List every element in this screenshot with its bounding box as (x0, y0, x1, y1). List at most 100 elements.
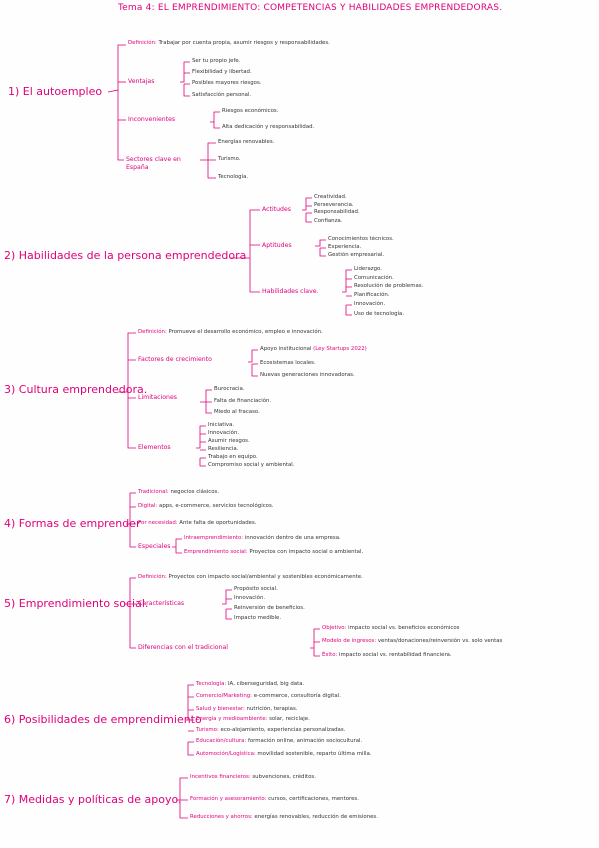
s2-actitud-item: Perseverancia. (314, 202, 354, 208)
section-3-heading: 3) Cultura emprendedora. (4, 383, 148, 396)
s4-form-label: Por necesidad: (138, 520, 178, 526)
s6-item-text: nutrición, terapias. (246, 706, 298, 712)
s4-especial-text: innovación dentro de una empresa. (244, 535, 341, 541)
s1-inconveniente-item: Alta dedicación y responsabilidad. (222, 124, 315, 130)
s6-item-text: e-commerce, consultoría digital. (253, 693, 341, 699)
s4-form-text: negocios clásicos. (170, 489, 220, 495)
s3-elemento-item: Resiliencia. (208, 446, 239, 452)
s2-aptitudes-label: Aptitudes (262, 242, 292, 249)
s6-item-label: Automoción/Logística: (196, 751, 256, 757)
s6-item-label: Turismo: (196, 727, 219, 733)
s1-ventaja-item: Flexibilidad y libertad. (192, 69, 252, 75)
s2-habilidad-item: Resolución de problemas. (354, 283, 424, 289)
s5-diferencia-text: ventas/donaciones/reinversión vs. solo v… (377, 638, 503, 644)
s3-definition-text: Promueve el desarrollo económico, empleo… (168, 329, 323, 335)
s3-limitacion-item: Falta de financiación. (214, 398, 272, 404)
s5-diferencias-label: Diferencias con el tradicional (138, 644, 229, 651)
s1-inconveniente-item: Riesgos económicos. (222, 108, 279, 114)
page-title: Tema 4: EL EMPRENDIMIENTO: COMPETENCIAS … (118, 3, 503, 13)
s4-especial-text: Proyectos con impacto social o ambiental… (249, 549, 364, 555)
s1-sector-item: Turismo. (218, 156, 241, 162)
s6-item: Comercio/Marketing: e-commerce, consulto… (196, 693, 341, 699)
s2-actitud-item: Creatividad. (314, 194, 347, 200)
s3-definition-label: Definición: (138, 329, 167, 335)
s3-limitacion-item: Miedo al fracaso. (214, 409, 260, 415)
s2-habilidad-item: Innovación. (354, 301, 386, 307)
section-6-heading: 6) Posibilidades de emprendimiento (4, 713, 202, 726)
s3-elemento-item: Innovación. (208, 430, 240, 436)
s7-item-text: energías renovables, reducción de emisio… (254, 814, 378, 820)
s5-diferencia-text: impacto social vs. beneficios económicos (348, 625, 460, 631)
s2-actitud-item: Confianza. (314, 218, 343, 224)
section-4-heading: 4) Formas de emprender (4, 517, 141, 530)
s4-form-item: Tradicional: negocios clásicos. (138, 489, 220, 495)
s6-item-text: solar, reciclaje. (269, 716, 310, 722)
s3-elemento-item: Trabajo en equipo. (208, 454, 258, 460)
s1-sector-item: Tecnología. (218, 174, 249, 180)
s5-diferencia-label: Modelo de ingresos: (322, 638, 377, 644)
s2-habilidad-item: Planificación. (354, 292, 390, 298)
s4-form-text: apps, e-commerce, servicios tecnológicos… (159, 503, 274, 509)
s6-item: Turismo: eco-alojamiento, experiencias p… (196, 727, 345, 733)
s3-elemento-item: Asumir riesgos. (208, 438, 250, 444)
s6-item-text: IA, ciberseguridad, big data. (227, 681, 305, 687)
s7-item-text: subvenciones, créditos. (252, 774, 316, 780)
section-7-heading: 7) Medidas y políticas de apoyo. (4, 793, 182, 806)
s6-item-label: Tecnología: (196, 681, 227, 687)
s5-diferencia-text: impacto social vs. rentabilidad financie… (339, 652, 452, 658)
s4-form-item: Por necesidad: Ante falta de oportunidad… (138, 520, 257, 526)
s3-limitacion-item: Burocracia. (214, 386, 245, 392)
s3-factor-text: Apoyo institucional (260, 346, 312, 352)
s5-definition-text: Proyectos con impacto social/ambiental y… (168, 574, 363, 580)
s3-elementos-label: Elementos (138, 444, 171, 451)
s1-definition: Definición: Trabajar por cuenta propia, … (128, 40, 330, 46)
s5-definition-label: Definición: (138, 574, 167, 580)
s1-sectores-label: Sectores clave en España (126, 156, 181, 172)
s3-definition: Definición: Promueve el desarrollo econó… (138, 329, 323, 335)
s2-habilidad-item: Liderazgo. (354, 266, 382, 272)
s4-especial-item: Intraemprendimiento: innovación dentro d… (184, 535, 341, 541)
s5-diferencia-item: Éxito: impacto social vs. rentabilidad f… (322, 652, 452, 658)
section-2-heading: 2) Habilidades de la persona emprendedor… (4, 249, 247, 262)
s4-form-label: Tradicional: (138, 489, 169, 495)
s5-diferencia-item: Modelo de ingresos: ventas/donaciones/re… (322, 638, 503, 644)
s2-actitudes-label: Actitudes (262, 206, 291, 213)
s5-diferencia-item: Objetivo: impacto social vs. beneficios … (322, 625, 460, 631)
s4-especial-label: Intraemprendimiento: (184, 535, 244, 541)
s2-habilidades-label: Habilidades clave. (262, 288, 319, 295)
s2-aptitud-item: Gestión empresarial. (328, 252, 385, 258)
s4-especial-label: Emprendimiento social: (184, 549, 248, 555)
s7-item-label: Formación y asesoramiento: (190, 796, 267, 802)
s3-elemento-item: Compromiso social y ambiental. (208, 462, 295, 468)
s4-form-item: Digital: apps, e-commerce, servicios tec… (138, 503, 274, 509)
s1-ventaja-item: Posibles mayores riesgos. (192, 80, 262, 86)
s7-item: Reducciones y ahorros: energías renovabl… (190, 814, 378, 820)
s5-caracteristica-item: Impacto medible. (234, 615, 282, 621)
s4-form-text: Ante falta de oportunidades. (179, 520, 257, 526)
s2-habilidad-item: Comunicación. (354, 275, 394, 281)
s3-factor-item: Apoyo institucional (Ley Startups 2022) (260, 346, 367, 352)
s6-item-label: Educación/cultura: (196, 738, 247, 744)
s6-item: Energía y medioambiente: solar, reciclaj… (196, 716, 310, 722)
s3-factor-note: (Ley Startups 2022) (313, 346, 367, 352)
s1-ventajas-label: Ventajas (128, 78, 155, 85)
s5-caracteristica-item: Innovación. (234, 595, 266, 601)
s3-factor-item: Ecosistemas locales. (260, 360, 316, 366)
s1-ventaja-item: Ser tu propio jefe. (192, 58, 241, 64)
s6-item-label: Salud y bienestar: (196, 706, 245, 712)
s4-especiales-label: Especiales (138, 543, 171, 550)
s1-definition-label: Definición: (128, 40, 157, 46)
s6-item-text: formación online, animación sociocultura… (247, 738, 363, 744)
s7-item-label: Reducciones y ahorros: (190, 814, 253, 820)
s6-item-text: movilidad sostenible, reparto última mil… (257, 751, 372, 757)
s5-caracteristica-item: Reinversión de beneficios. (234, 605, 305, 611)
s1-inconvenientes-label: Inconvenientes (128, 116, 176, 123)
section-1-heading: 1) El autoempleo (8, 85, 103, 98)
s1-sector-item: Energías renovables. (218, 139, 275, 145)
s7-item: Formación y asesoramiento: cursos, certi… (190, 796, 359, 802)
s4-form-label: Digital: (138, 503, 158, 509)
s6-item: Tecnología: IA, ciberseguridad, big data… (196, 681, 305, 687)
s7-item-text: cursos, certificaciones, mentores. (268, 796, 359, 802)
s2-habilidad-item: Uso de tecnología. (354, 311, 405, 317)
